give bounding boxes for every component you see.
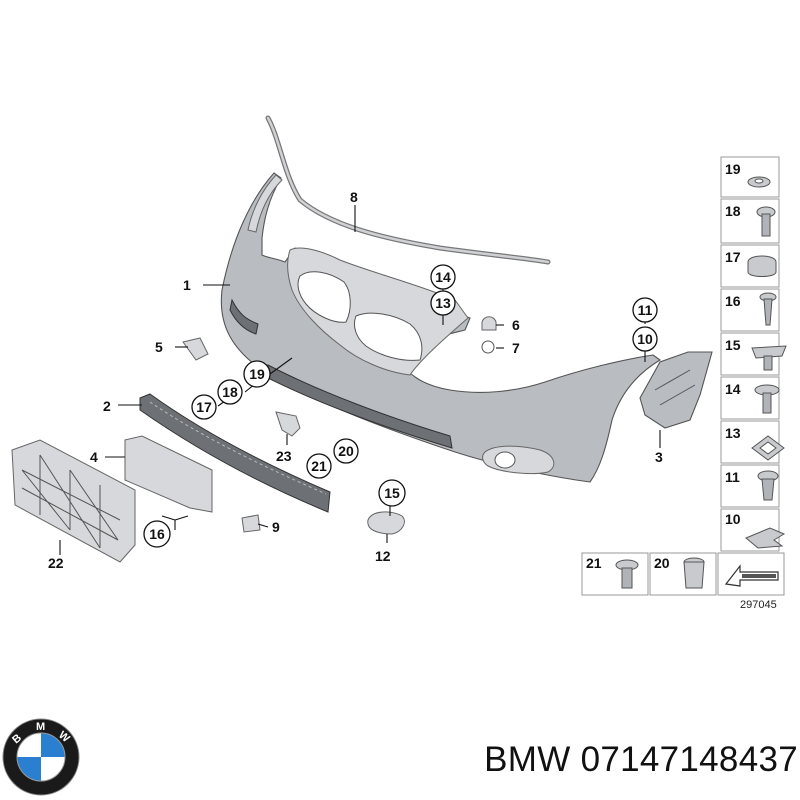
callouts: 1 2 3 4 5 6 7 8 9 12 22 23 14 13 11 10 1… (48, 189, 663, 571)
callout-7: 7 (512, 340, 520, 356)
callout-5: 5 (155, 339, 163, 355)
part-8-trim-strip (265, 115, 551, 265)
part-1-bumper-cover (220, 172, 662, 483)
callout-1: 1 (183, 277, 191, 293)
legend-label-16: 16 (725, 293, 741, 309)
part-22-bracket-frame (11, 439, 136, 563)
callout-8: 8 (350, 189, 358, 205)
callout-2: 2 (103, 398, 111, 414)
callout-22: 22 (48, 555, 64, 571)
legend-label-20: 20 (654, 555, 670, 571)
legend-label-17: 17 (725, 249, 741, 265)
callout-9: 9 (272, 519, 280, 535)
part-9-nut (241, 514, 261, 533)
part-5-clip (182, 337, 209, 361)
callout-23: 23 (276, 448, 292, 464)
part-12-fog-cover (367, 511, 405, 535)
legend-label-19: 19 (725, 161, 741, 177)
part-23-small-bracket (275, 411, 301, 437)
bmw-logo: B M W (2, 718, 80, 796)
callout-6: 6 (512, 317, 520, 333)
part-2-grille-mesh (139, 393, 331, 513)
legend-label-11: 11 (725, 469, 740, 485)
callout-10: 10 (637, 331, 653, 347)
svg-text:M: M (36, 721, 45, 733)
legend-label-15: 15 (725, 337, 741, 353)
callout-16: 16 (149, 526, 165, 542)
callout-3: 3 (655, 449, 663, 465)
legend-label-21: 21 (586, 555, 602, 571)
callout-15: 15 (384, 485, 400, 501)
part-4-plate-panel (124, 435, 213, 513)
callout-11: 11 (638, 302, 653, 318)
legend-label-14: 14 (725, 381, 741, 397)
fastener-legend: 19 18 17 16 15 14 13 11 (581, 156, 787, 611)
part-7-ring (481, 340, 495, 354)
callout-12: 12 (375, 548, 391, 564)
callout-21: 21 (311, 458, 327, 474)
callout-4: 4 (90, 449, 98, 465)
part-3-side-bracket (639, 351, 713, 429)
callout-13: 13 (435, 295, 451, 311)
legend-label-10: 10 (725, 511, 741, 527)
diagram-reference: 297045 (740, 599, 777, 611)
part-number-caption: BMW 07147148437 (484, 740, 798, 779)
callout-19: 19 (249, 366, 265, 382)
callout-20: 20 (338, 443, 354, 459)
part-6-cap (481, 316, 497, 331)
callout-17: 17 (196, 399, 212, 415)
legend-label-18: 18 (725, 203, 741, 219)
callout-18: 18 (222, 384, 238, 400)
callout-14: 14 (435, 269, 451, 285)
legend-label-13: 13 (725, 425, 741, 441)
